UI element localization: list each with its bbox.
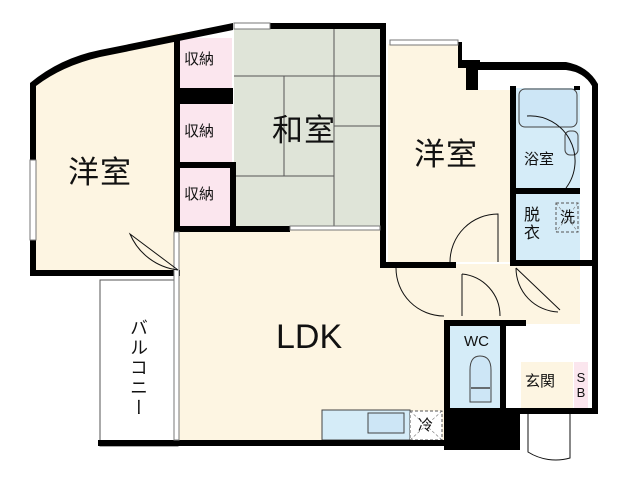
storage-3-label: 収納 xyxy=(184,185,215,203)
storage-1-label: 収納 xyxy=(184,50,215,68)
balcony-area xyxy=(99,279,179,447)
storage-2-area xyxy=(178,104,232,164)
entrance-area xyxy=(521,362,573,408)
dressing-room-area xyxy=(516,194,580,262)
walls xyxy=(30,23,598,450)
western-room-left-area xyxy=(32,33,178,270)
western-room-left-label: 洋室 xyxy=(68,155,132,191)
washer-space xyxy=(555,202,579,233)
entrance-label: 玄関 xyxy=(525,372,556,390)
hallway-area xyxy=(444,264,580,324)
fridge-space-label: 冷 xyxy=(418,416,434,434)
windows xyxy=(29,22,459,441)
ldk-area xyxy=(178,230,444,440)
washer-space-label: 洗 xyxy=(560,208,576,226)
storage-2-label: 収納 xyxy=(184,122,215,140)
western-room-right-area xyxy=(388,44,510,262)
storage-3-area xyxy=(178,168,232,226)
dressing-room-label: 脱衣 xyxy=(521,206,540,242)
western-room-right-label: 洋室 xyxy=(414,137,478,173)
kitchen-sink xyxy=(367,412,405,434)
shoe-box-label: SB xyxy=(576,370,586,400)
ldk-label: LDK xyxy=(276,318,343,356)
japanese-room-label: 和室 xyxy=(272,113,336,149)
tatami-lines xyxy=(234,28,382,228)
bathroom-label: 浴室 xyxy=(524,150,555,168)
toilet-bowl xyxy=(469,355,492,403)
japanese-room-area xyxy=(234,28,382,228)
shoe-box xyxy=(574,362,588,408)
storage-1-area xyxy=(178,38,232,90)
door-swings xyxy=(128,115,576,461)
bathtub xyxy=(518,88,578,128)
toilet-label: WC xyxy=(464,333,489,350)
balcony-label: バルコニー xyxy=(127,318,148,418)
